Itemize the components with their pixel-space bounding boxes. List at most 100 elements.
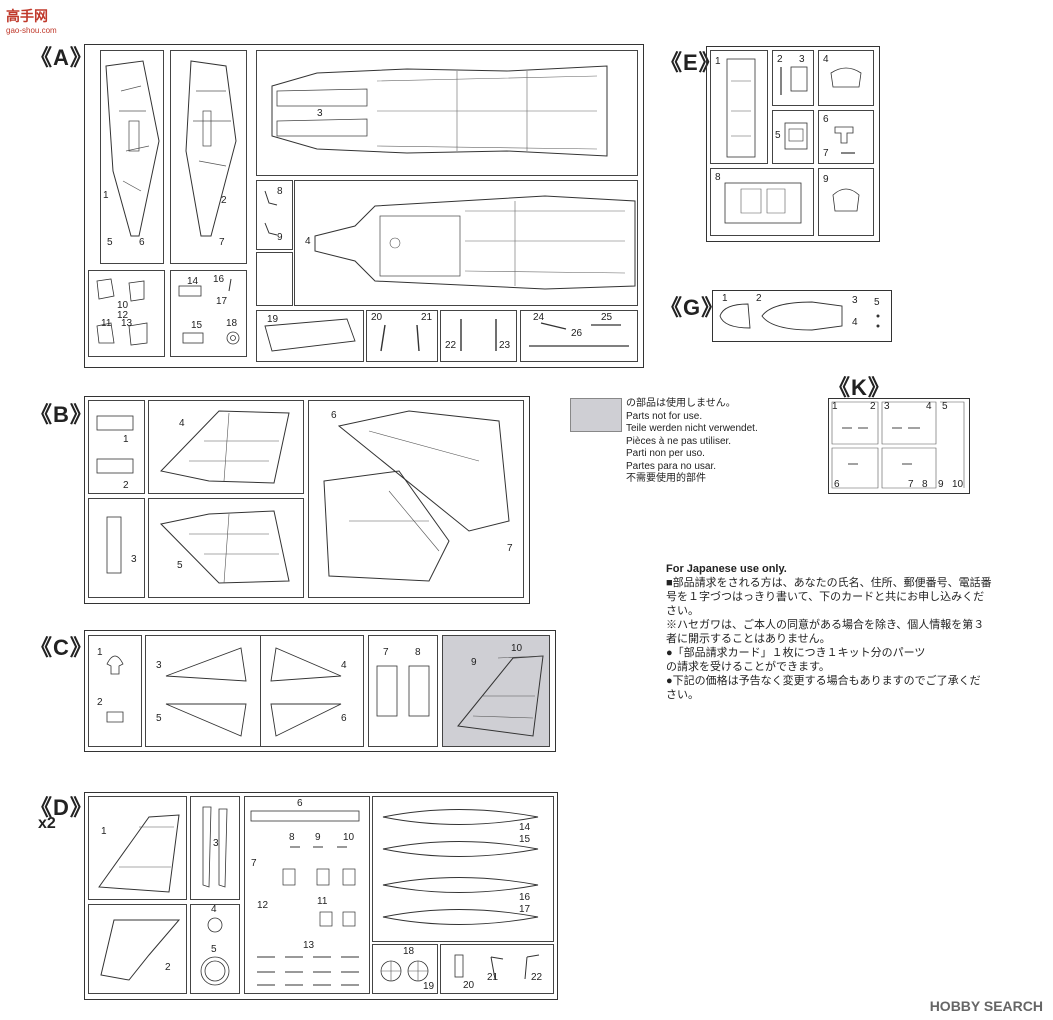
note-line: 号を１字づつはっきり書いて、下のカードと共にお申し込みくだ — [666, 591, 985, 603]
seats-drawing — [106, 655, 124, 723]
gear-legs-drawing — [460, 319, 497, 351]
note-line: 者に開示することはありません。 — [666, 633, 831, 645]
instrument-box-drawing — [784, 122, 808, 150]
part-number: 9 — [938, 479, 944, 490]
part-number: 5 — [107, 237, 113, 248]
pylons-drawing — [202, 806, 228, 888]
fuel-tanks-drawing — [382, 809, 539, 925]
part-d6-13-cell: 6 7 8 9 10 11 12 13 — [244, 796, 370, 994]
part-number: 13 — [303, 940, 315, 951]
part-d1-cell: 1 — [88, 796, 187, 900]
part-number: 3 — [213, 838, 219, 849]
part-number: 18 — [403, 946, 415, 957]
part-b3-cell: 3 — [88, 498, 145, 598]
part-number: 4 — [823, 54, 829, 65]
note-line: ※ハセガワは、ご本人の同意がある場合を除き、個人情報を第３ — [666, 619, 985, 631]
part-number: 19 — [423, 981, 435, 992]
seat-back-drawing — [832, 188, 860, 212]
part-number: 7 — [251, 858, 257, 869]
part-number: 3 — [131, 554, 137, 565]
section-d-label: 《D》 — [30, 795, 93, 820]
lower-fuselage-drawing — [271, 65, 608, 157]
clear-parts-grid-drawing — [831, 401, 965, 489]
part-a8-9-cell: 8 9 — [256, 180, 293, 250]
part-d18-19-cell: 18 19 — [372, 944, 438, 994]
sprue-d-frame — [84, 792, 558, 1000]
bulkhead-drawing — [830, 67, 862, 88]
part-c7-8-cell: 7 8 — [368, 635, 438, 747]
part-number: 10 — [952, 479, 964, 490]
part-number: 3 — [317, 108, 323, 119]
sprue-c-frame — [84, 630, 556, 752]
part-b6-7-cell: 6 7 — [308, 400, 524, 598]
part-number: 10 — [343, 832, 355, 843]
sprue-a-frame — [84, 44, 644, 368]
part-b4-cell: 4 — [148, 400, 304, 494]
tailplanes-left-drawing — [165, 647, 247, 737]
large-wings-drawing — [323, 410, 510, 582]
upper-fuselage-drawing — [314, 195, 636, 290]
part-e9-cell: 9 — [818, 168, 874, 236]
part-number: 2 — [870, 401, 876, 412]
part-a10-13-cell: 10 12 11 13 — [88, 270, 165, 357]
small-arms-drawing — [454, 954, 540, 980]
legend-line: Parts not for use. — [626, 410, 703, 422]
part-number: 14 — [519, 822, 531, 833]
section-b-label: 《B》 — [30, 402, 93, 427]
section-a-label: 《A》 — [30, 45, 93, 70]
part-number: 26 — [571, 328, 583, 339]
part-number: 8 — [922, 479, 928, 490]
part-number: 20 — [463, 980, 475, 991]
part-b1-2-cell: 1 2 — [88, 400, 145, 494]
unused-fin-drawing — [457, 655, 544, 737]
part-number: 1 — [832, 401, 838, 412]
note-line: ■部品請求をされる方は、あなたの氏名、住所、郵便番号、電話番 — [666, 577, 992, 589]
cockpit-tub-drawing — [726, 58, 756, 158]
note-heading: For Japanese use only. — [666, 563, 787, 575]
part-number: 5 — [775, 130, 781, 141]
part-number: 7 — [823, 148, 829, 159]
part-number: 6 — [823, 114, 829, 125]
legend-line: Pièces à ne pas utiliser. — [626, 435, 732, 447]
tailplanes-right-drawing — [270, 647, 342, 737]
part-number: 8 — [715, 172, 721, 183]
unused-parts-swatch — [570, 398, 622, 432]
rails-drawing — [529, 322, 629, 347]
part-number: 9 — [315, 832, 321, 843]
part-number: 21 — [421, 312, 433, 323]
part-number: 9 — [471, 657, 477, 668]
part-number: 1 — [101, 826, 107, 837]
part-number: 3 — [884, 401, 890, 412]
sprue-g-frame — [712, 290, 892, 342]
note-line: さい。 — [666, 605, 699, 617]
part-number: 8 — [289, 832, 295, 843]
legend-line: Partes para no usar. — [626, 460, 717, 472]
part-a20-21-cell: 20 21 — [366, 310, 438, 362]
part-c4-6-cell: 4 6 — [260, 635, 364, 747]
intake-panels-drawing — [376, 665, 430, 717]
watermark-logo: 高手网 gao-shou.com — [6, 6, 57, 35]
part-number: 22 — [531, 972, 543, 983]
part-number: 18 — [226, 318, 238, 329]
part-number: 7 — [507, 543, 513, 554]
part-c9-10-unused-cell: 9 10 — [442, 635, 550, 747]
part-number: 6 — [297, 798, 303, 809]
part-number: 16 — [519, 892, 531, 903]
unused-parts-legend: の部品は使用しません。 Parts not for use. Teile wer… — [626, 398, 758, 486]
legend-line: Parti non per uso. — [626, 448, 705, 459]
ventral-panel-drawing — [264, 318, 356, 352]
sprue-e-frame — [706, 46, 880, 242]
part-a14-18-cell: 14 16 17 15 18 — [170, 270, 247, 357]
part-d2-cell: 2 — [88, 904, 187, 994]
canopy-drawing — [719, 301, 880, 331]
part-number: 7 — [219, 237, 225, 248]
wing-upper-drawing — [160, 410, 290, 484]
part-number: 7 — [383, 647, 389, 658]
part-a19-cell: 19 — [256, 310, 364, 362]
cockpit-floor-drawing — [724, 182, 802, 224]
part-d14-17-cell: 14 15 16 17 — [372, 796, 554, 942]
part-number: 5 — [211, 944, 217, 955]
part-number: 2 — [123, 480, 129, 491]
part-number: 2 — [165, 962, 171, 973]
part-d4-5-cell: 4 5 — [190, 904, 240, 994]
